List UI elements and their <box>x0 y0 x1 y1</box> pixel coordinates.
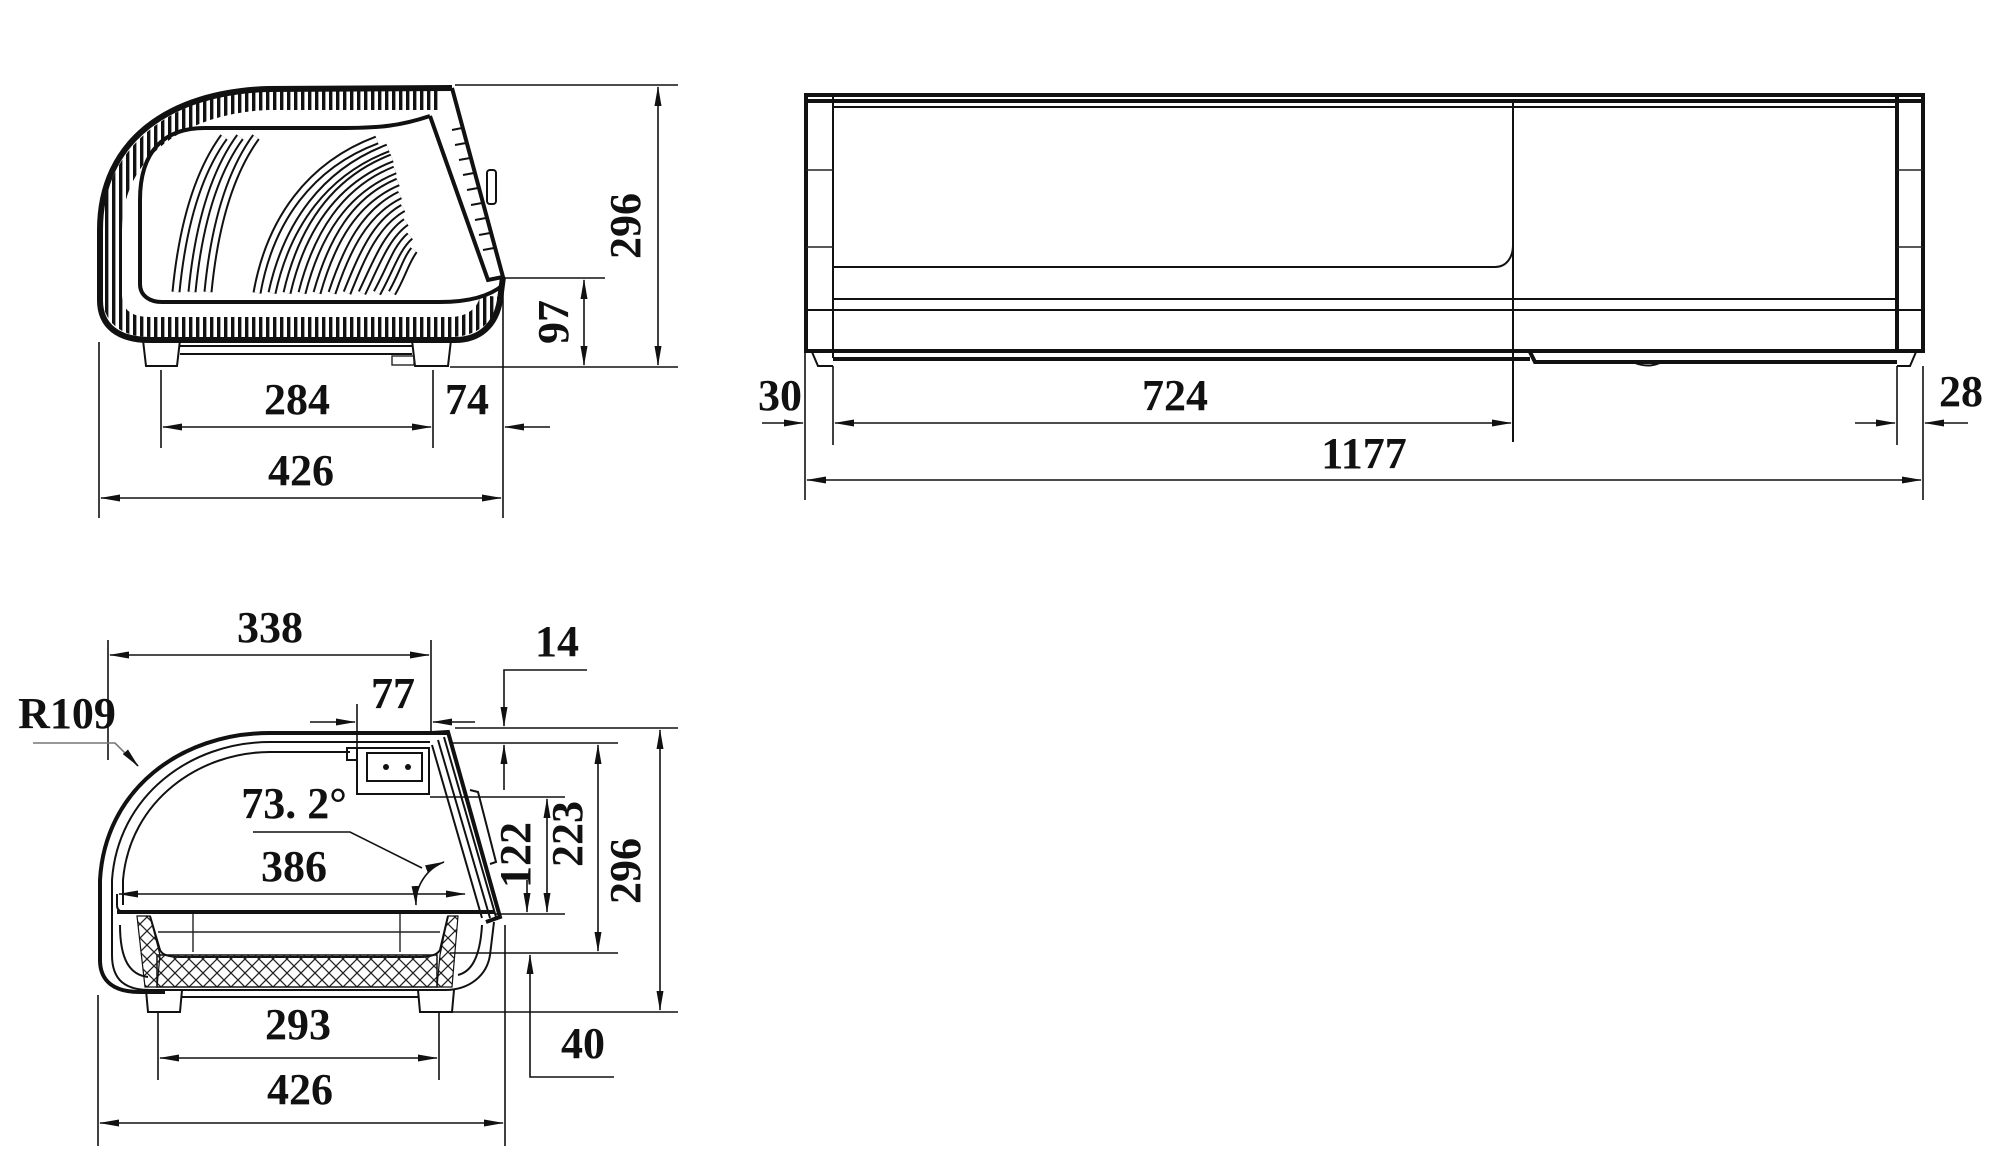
front-base-right <box>1528 351 1897 364</box>
section-light-box <box>356 747 430 795</box>
section-pan <box>149 915 449 958</box>
section-dim-77: 77 <box>371 669 415 718</box>
side-dim-426: 426 <box>268 446 334 495</box>
front-foot-right <box>1897 351 1917 367</box>
section-dim-40: 40 <box>561 1019 605 1068</box>
section-dim-r109: R109 <box>18 689 116 738</box>
section-dim-386: 386 <box>261 842 327 891</box>
section-front-glass <box>431 729 503 924</box>
side-vent-slots-right <box>252 135 418 296</box>
section-dim-14: 14 <box>535 617 579 666</box>
section-front-glass-handle <box>469 789 498 865</box>
side-inner-window <box>138 114 505 304</box>
front-foot-left <box>811 351 833 367</box>
section-view: 338 R109 77 14 73. 2° 386 122 223 296 40… <box>18 603 678 1146</box>
section-canopy-outer <box>98 731 448 994</box>
section-dim-426: 426 <box>267 1065 333 1114</box>
side-body-outline <box>97 85 506 343</box>
section-foot-right <box>417 989 455 1013</box>
section-dim-angle: 73. 2° <box>241 779 347 828</box>
front-dim-30: 30 <box>758 371 802 420</box>
section-dim-293: 293 <box>265 1000 331 1049</box>
front-sliding-glass <box>833 244 1514 268</box>
section-canopy-inner <box>111 741 430 955</box>
front-view: 30 724 1177 28 <box>758 93 1983 500</box>
side-dim-74: 74 <box>445 375 489 424</box>
front-dimensions <box>762 352 1968 500</box>
section-foot-left <box>145 989 183 1013</box>
section-dim-122: 122 <box>491 822 540 888</box>
side-base-rail <box>180 345 412 355</box>
side-front-panel <box>428 87 506 283</box>
side-drain <box>391 355 415 366</box>
side-front-panel-vents <box>451 127 495 251</box>
side-foot-left <box>142 339 181 367</box>
front-dim-1177: 1177 <box>1321 429 1407 478</box>
side-dimensions <box>98 84 678 518</box>
front-drain <box>1634 362 1661 367</box>
side-knob <box>486 169 497 205</box>
side-dim-284: 284 <box>264 375 330 424</box>
front-dim-28: 28 <box>1939 367 1983 416</box>
side-louver-band <box>102 90 500 337</box>
front-outer-frame <box>804 93 1925 353</box>
section-dim-296: 296 <box>601 838 650 904</box>
section-base-shell <box>111 921 495 991</box>
section-canopy-liner <box>122 751 350 905</box>
section-dim-223: 223 <box>543 801 592 867</box>
section-dimensions <box>33 640 678 1146</box>
side-dim-296: 296 <box>601 193 650 259</box>
section-dim-338: 338 <box>237 603 303 652</box>
side-vent-slots-left <box>171 134 260 293</box>
front-dim-724: 724 <box>1142 371 1208 420</box>
side-dim-97: 97 <box>529 300 578 344</box>
side-view: 296 97 284 74 426 <box>97 84 678 518</box>
section-insulation <box>156 954 438 988</box>
side-foot-right <box>411 339 452 367</box>
